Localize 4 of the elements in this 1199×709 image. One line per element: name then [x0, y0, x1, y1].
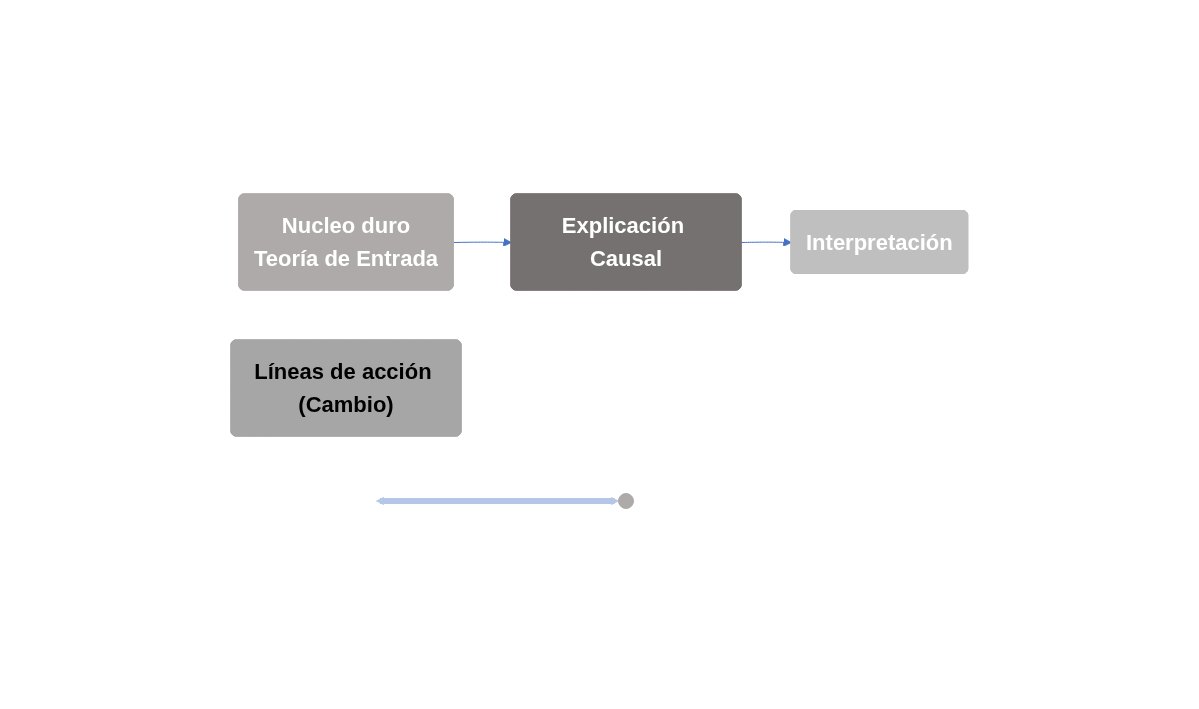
node-circle [618, 492, 635, 509]
arrow [741, 237, 793, 247]
arrow [376, 496, 620, 505]
arrow [453, 237, 513, 247]
